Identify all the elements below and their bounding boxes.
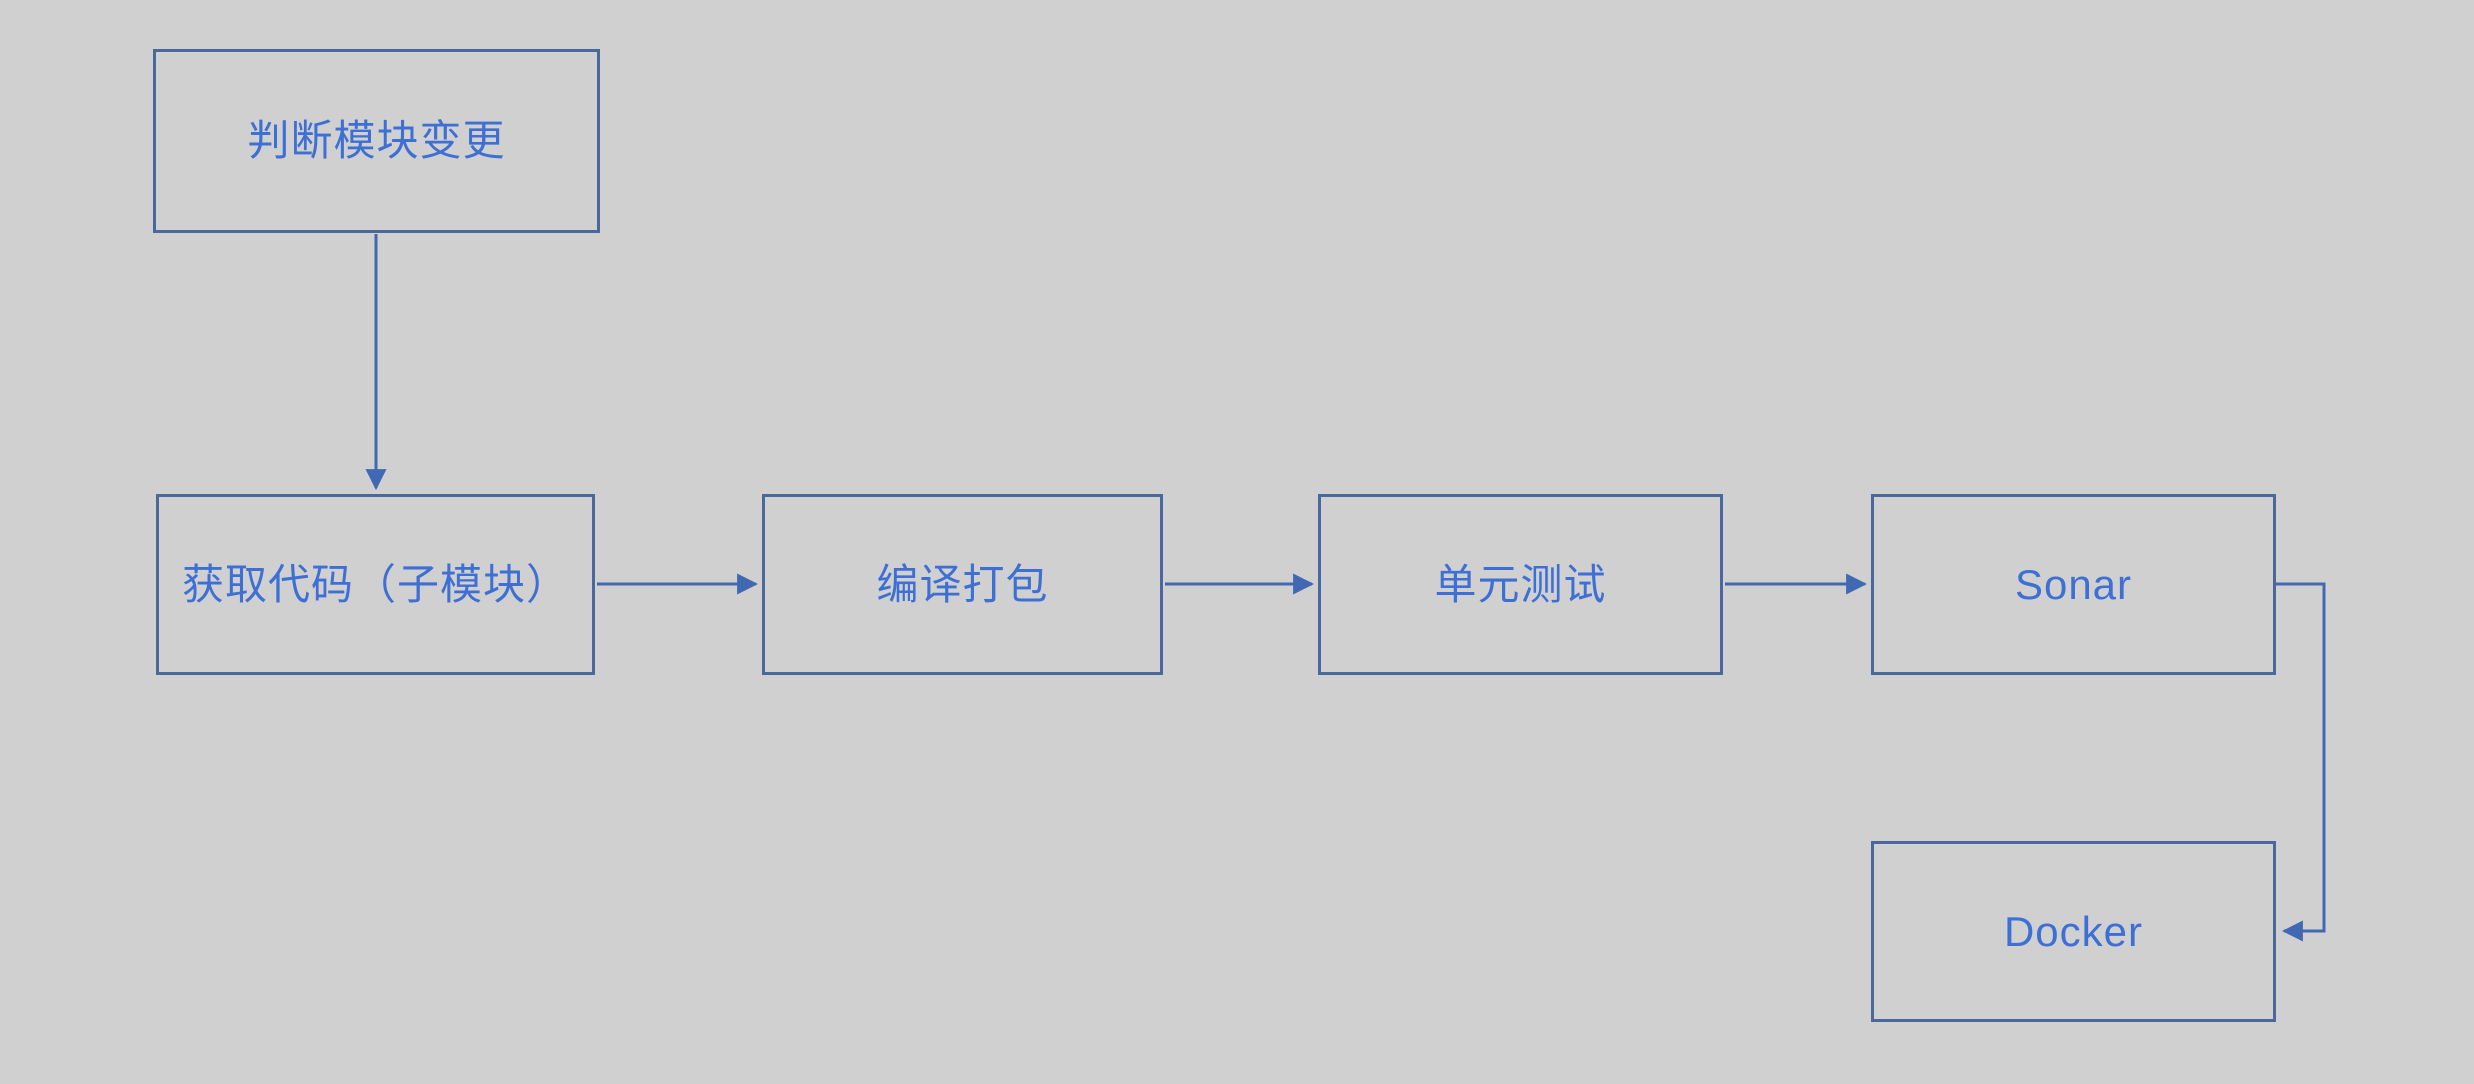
flow-node-label: 获取代码（子模块）: [181, 560, 569, 608]
flow-node-docker: Docker: [1871, 841, 2276, 1022]
flow-node-label: 编译打包: [876, 560, 1049, 608]
flow-node-fetch-code-submodule: 获取代码（子模块）: [156, 494, 595, 675]
flow-node-unit-test: 单元测试: [1318, 494, 1723, 675]
flow-node-label: Sonar: [2014, 560, 2133, 608]
edge-sonar-to-docker-arrow: [2276, 582, 2326, 942]
flow-node-judge-module-change: 判断模块变更: [153, 49, 600, 233]
flow-node-label: 判断模块变更: [247, 117, 506, 164]
flow-node-label: 单元测试: [1434, 560, 1607, 608]
flow-node-label: Docker: [2003, 907, 2144, 955]
flow-node-sonar: Sonar: [1871, 494, 2276, 675]
flow-node-compile-package: 编译打包: [762, 494, 1163, 675]
